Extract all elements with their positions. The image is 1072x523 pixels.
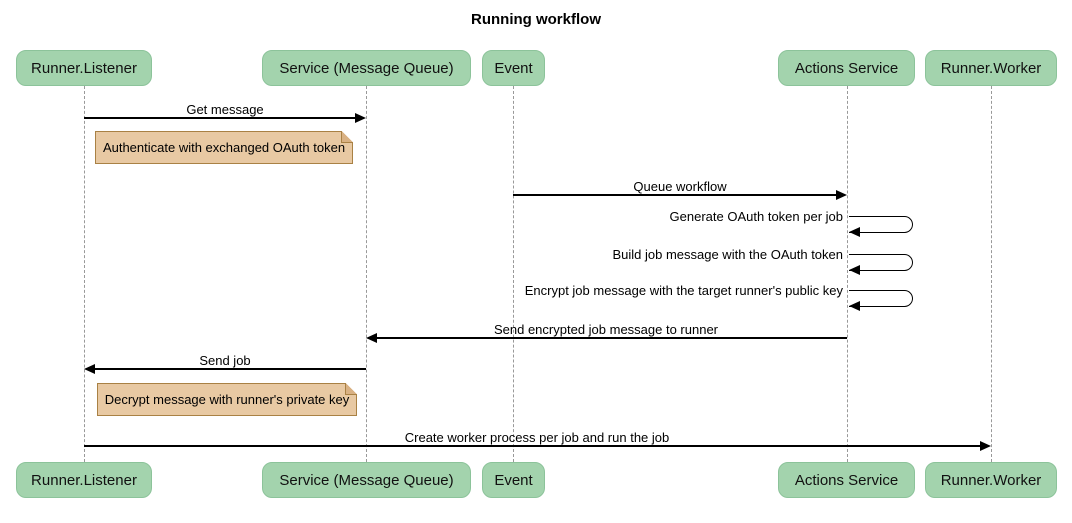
actor-bottom-runner-worker: Runner.Worker [925, 462, 1057, 498]
note-fold [345, 383, 357, 395]
actor-bottom-runner-listener: Runner.Listener [16, 462, 152, 498]
arrowhead-right-icon [980, 441, 991, 451]
self-message-loop [849, 290, 913, 307]
self-message-label-generate-oauth: Generate OAuth token per job [669, 209, 843, 224]
arrowhead-left-icon [849, 227, 860, 237]
message-line-queue-workflow [513, 194, 836, 196]
actor-top-runner-worker: Runner.Worker [925, 50, 1057, 86]
self-message-label-build-job-message: Build job message with the OAuth token [612, 247, 843, 262]
arrowhead-left-icon [366, 333, 377, 343]
lifeline-runner-worker [990, 86, 992, 462]
message-label-send-job: Send job [199, 353, 251, 368]
note-decrypt-private-key: Decrypt message with runner's private ke… [97, 383, 357, 416]
self-message-label-encrypt-job-message: Encrypt job message with the target runn… [524, 283, 843, 298]
message-line-send-encrypted [377, 337, 847, 339]
actor-top-service-message-queue: Service (Message Queue) [262, 50, 471, 86]
message-line-get-message [84, 117, 357, 119]
arrowhead-left-icon [849, 301, 860, 311]
note-authenticate-oauth: Authenticate with exchanged OAuth token [95, 131, 353, 164]
message-label-get-message: Get message [186, 102, 264, 117]
note-label: Decrypt message with runner's private ke… [104, 392, 350, 407]
actor-bottom-service-message-queue: Service (Message Queue) [262, 462, 471, 498]
lifeline-actions-service [846, 86, 848, 462]
note-label: Authenticate with exchanged OAuth token [102, 140, 346, 155]
arrowhead-left-icon [84, 364, 95, 374]
actor-top-runner-listener: Runner.Listener [16, 50, 152, 86]
self-message-loop [849, 216, 913, 233]
actor-bottom-event: Event [482, 462, 545, 498]
actor-top-event: Event [482, 50, 545, 86]
message-label-send-encrypted: Send encrypted job message to runner [493, 322, 719, 337]
lifeline-event [512, 86, 514, 462]
note-fold [341, 131, 353, 143]
message-label-queue-workflow: Queue workflow [633, 179, 727, 194]
actor-top-actions-service: Actions Service [778, 50, 915, 86]
lifeline-runner-listener [83, 86, 85, 462]
actor-bottom-actions-service: Actions Service [778, 462, 915, 498]
message-line-send-job [95, 368, 366, 370]
self-message-loop [849, 254, 913, 271]
lifeline-service-message-queue [365, 86, 367, 462]
message-line-create-worker [84, 445, 980, 447]
arrowhead-left-icon [849, 265, 860, 275]
arrowhead-right-icon [836, 190, 847, 200]
message-label-create-worker: Create worker process per job and run th… [404, 430, 670, 445]
arrowhead-right-icon [355, 113, 366, 123]
diagram-title: Running workflow [471, 11, 601, 28]
